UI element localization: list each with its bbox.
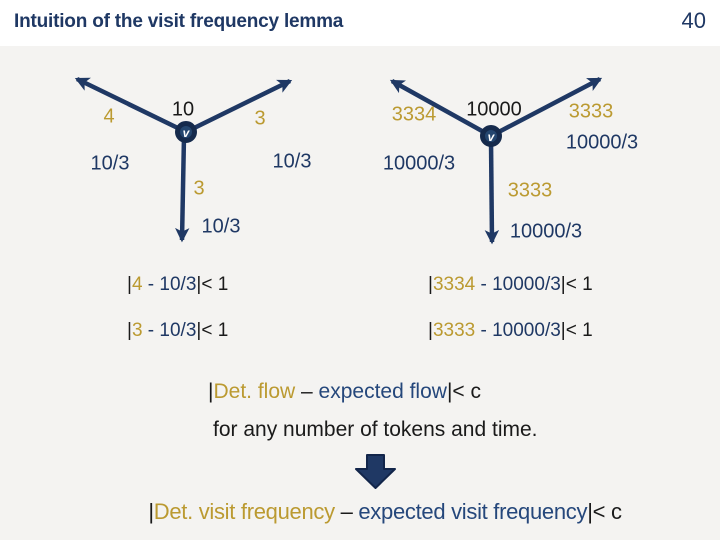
dash: –	[295, 380, 319, 403]
right-node-v-circle	[480, 125, 502, 147]
right-expected-right-label: 10000/3	[565, 131, 639, 154]
abs-bar: |	[208, 380, 214, 403]
expected-flow-term: expected flow	[318, 380, 447, 403]
right-arrow-down-icon	[484, 139, 500, 245]
bound: < 1	[565, 274, 593, 295]
right-diagram	[389, 77, 603, 245]
right-total-tokens-label: 10000	[466, 98, 522, 121]
right-expected-left-label: 10000/3	[382, 152, 456, 175]
right-arrow-upper-right-icon	[489, 77, 603, 138]
right-token-upright-label: 3333	[568, 100, 614, 123]
actual-value: 3333	[432, 320, 476, 341]
expected-visit-term: expected visit frequency	[358, 499, 588, 524]
left-arrow-upper-right-icon	[185, 78, 293, 135]
left-arrow-down-icon	[175, 135, 190, 243]
minus-sign: -	[475, 274, 493, 295]
right-token-down-label: 3333	[507, 179, 553, 202]
det-flow-term: Det. flow	[213, 380, 296, 403]
right-expected-down-label: 10000/3	[509, 220, 583, 243]
det-flow-statement: |Det. flow – expected flow|< c	[208, 380, 481, 404]
right-arrow-upper-left-icon	[389, 79, 493, 138]
page-number: 40	[681, 8, 706, 33]
actual-value: 3	[131, 320, 143, 341]
minus-sign: -	[142, 320, 160, 341]
abs-bar: |	[196, 274, 202, 295]
implies-down-arrow-icon	[355, 454, 396, 489]
left-token-upright-label: 3	[254, 107, 266, 130]
expected-value: 10000/3	[492, 320, 561, 341]
minus-sign: -	[475, 320, 493, 341]
left-node-v-label: v	[182, 126, 190, 140]
equation-left-2: |3 - 10/3|< 1	[127, 320, 228, 342]
abs-bar: |	[127, 274, 132, 295]
left-arrow-upper-left-icon	[74, 76, 187, 135]
left-token-upleft-label: 4	[103, 105, 115, 128]
content-panel	[0, 46, 720, 540]
minus-sign: -	[142, 274, 160, 295]
abs-bar: |	[127, 320, 132, 341]
condition-statement: for any number of tokens and time.	[213, 418, 538, 441]
abs-bar: |	[560, 320, 566, 341]
expected-value: 10000/3	[492, 274, 561, 295]
expected-value: 10/3	[159, 274, 197, 295]
right-token-upleft-label: 3334	[391, 103, 437, 126]
abs-bar: |	[148, 499, 154, 524]
left-expected-left-label: 10/3	[90, 152, 130, 175]
left-expected-down-label: 10/3	[201, 215, 241, 238]
left-node-v-circle	[175, 121, 197, 143]
expected-value: 10/3	[159, 320, 197, 341]
abs-bar: |	[428, 320, 433, 341]
dash: –	[334, 499, 359, 524]
abs-bar: |	[196, 320, 202, 341]
actual-value: 4	[131, 274, 143, 295]
left-expected-right-label: 10/3	[272, 150, 312, 173]
abs-bar: |	[560, 274, 566, 295]
left-total-tokens-label: 10	[171, 98, 195, 121]
bound: < 1	[201, 320, 229, 341]
det-visit-frequency-statement: |Det. visit frequency – expected visit f…	[148, 499, 622, 525]
left-token-down-label: 3	[193, 177, 205, 200]
actual-value: 3334	[432, 274, 476, 295]
equation-right-1: |3334 - 10000/3|< 1	[428, 274, 593, 296]
left-diagram	[74, 76, 293, 243]
det-visit-term: Det. visit frequency	[153, 499, 335, 524]
bound: < c	[592, 499, 622, 524]
bound: < 1	[201, 274, 229, 295]
bound: < 1	[565, 320, 593, 341]
right-node-v-label: v	[487, 130, 495, 144]
bound: < c	[452, 380, 482, 403]
abs-bar: |	[428, 274, 433, 295]
equation-left-1: |4 - 10/3|< 1	[127, 274, 228, 296]
slide-title: Intuition of the visit frequency lemma	[14, 11, 344, 32]
abs-bar: |	[446, 380, 453, 403]
abs-bar: |	[587, 499, 593, 524]
equation-right-2: |3333 - 10000/3|< 1	[428, 320, 593, 342]
